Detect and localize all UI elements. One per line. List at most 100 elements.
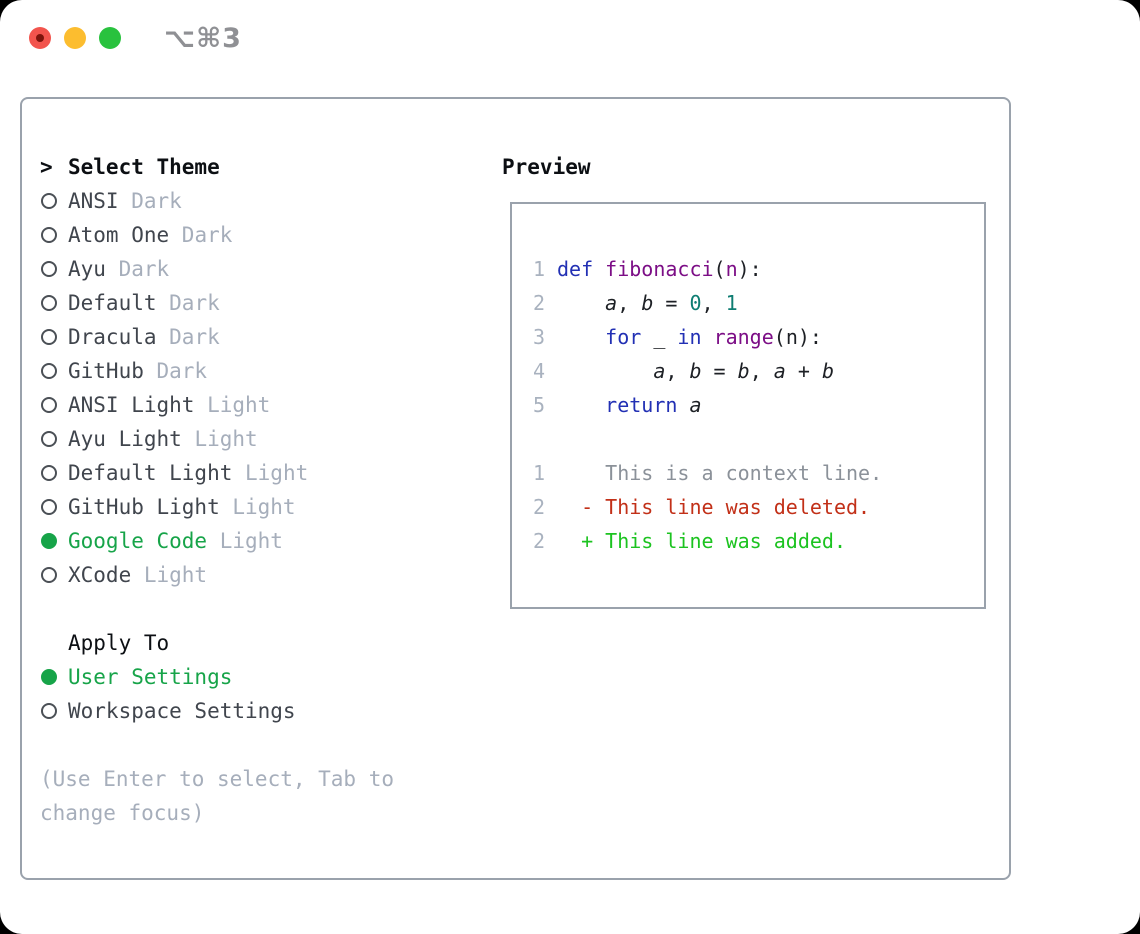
- diff-line-added: 2 + This line was added.: [532, 524, 882, 558]
- line-number: 2: [532, 529, 545, 553]
- radio-icon: [40, 261, 68, 277]
- diff-line-context: 1 This is a context line.: [532, 456, 882, 490]
- apply-option-label: User Settings: [68, 665, 233, 689]
- preview-title: Preview: [502, 155, 591, 179]
- theme-option-default-light[interactable]: Default Light Light: [40, 456, 480, 490]
- theme-option-ansi[interactable]: ANSI Dark: [40, 184, 480, 218]
- blank-line: [532, 422, 882, 456]
- radio-icon: [40, 499, 68, 515]
- select-theme-title: Select Theme: [68, 155, 220, 179]
- theme-option-atom-one[interactable]: Atom One Dark: [40, 218, 480, 252]
- theme-option-google-code[interactable]: Google Code Light: [40, 524, 480, 558]
- code-line: 2 a, b = 0, 1: [532, 286, 882, 320]
- select-theme-header: > Select Theme: [40, 150, 480, 184]
- spacer: [40, 728, 480, 762]
- radio-circle-icon: [41, 363, 57, 379]
- theme-name: Atom One: [68, 223, 170, 247]
- radio-circle-icon: [41, 227, 57, 243]
- radio-icon: [40, 669, 68, 685]
- radio-circle-icon: [41, 703, 57, 719]
- radio-icon: [40, 567, 68, 583]
- radio-icon: [40, 703, 68, 719]
- token: This is a context line.: [557, 461, 883, 485]
- token: a: [689, 393, 702, 417]
- apply-to-header: Apply To: [40, 626, 480, 660]
- radio-circle-icon: [41, 193, 57, 209]
- token: (n):: [773, 325, 822, 349]
- theme-variant: Light: [181, 427, 258, 451]
- radio-icon: [40, 295, 68, 311]
- line-number: 2: [532, 495, 545, 519]
- token: _: [641, 325, 678, 349]
- token: ,: [701, 291, 726, 315]
- radio-icon: [40, 431, 68, 447]
- theme-variant: Light: [219, 495, 296, 519]
- token: [557, 325, 605, 349]
- radio-icon: [40, 465, 68, 481]
- token: + This line was added.: [581, 529, 846, 553]
- token: a: [653, 359, 666, 383]
- token: ):: [737, 257, 762, 281]
- token: def: [557, 257, 594, 281]
- token: ,: [617, 291, 642, 315]
- token: [557, 359, 653, 383]
- theme-option-dracula[interactable]: Dracula Dark: [40, 320, 480, 354]
- theme-name: XCode: [68, 563, 132, 587]
- radio-circle-icon: [41, 295, 57, 311]
- theme-variant: Dark: [143, 359, 208, 383]
- theme-option-xcode[interactable]: XCode Light: [40, 558, 480, 592]
- radio-circle-icon: [41, 431, 57, 447]
- cursor-prefix-icon: >: [40, 155, 53, 179]
- theme-name: Dracula: [68, 325, 157, 349]
- token: fibonacci: [605, 257, 714, 281]
- theme-name: ANSI Light: [68, 393, 195, 417]
- theme-name: GitHub Light: [68, 495, 220, 519]
- token: [557, 529, 581, 553]
- token: [557, 495, 581, 519]
- apply-option-label: Workspace Settings: [68, 699, 296, 723]
- zoom-button[interactable]: [99, 27, 121, 49]
- theme-variant: Light: [194, 393, 271, 417]
- close-button[interactable]: [29, 27, 51, 49]
- theme-option-ansi-light[interactable]: ANSI Light Light: [40, 388, 480, 422]
- token: =: [701, 359, 738, 383]
- minimize-button[interactable]: [64, 27, 86, 49]
- radio-circle-icon: [41, 465, 57, 481]
- theme-option-github-light[interactable]: GitHub Light Light: [40, 490, 480, 524]
- radio-icon: [40, 329, 68, 345]
- theme-option-default[interactable]: Default Dark: [40, 286, 480, 320]
- help-text: (Use Enter to select, Tab to change focu…: [40, 767, 395, 825]
- line-number: 1: [532, 461, 545, 485]
- theme-variant: Dark: [118, 189, 182, 213]
- token: range: [713, 325, 774, 349]
- apply-option-user-settings[interactable]: User Settings: [40, 660, 480, 694]
- theme-variant: Light: [207, 529, 283, 553]
- radio-circle-icon: [41, 567, 57, 583]
- theme-name: Ayu Light: [68, 427, 182, 451]
- radio-icon: [40, 193, 68, 209]
- token: [557, 291, 605, 315]
- token: 1: [725, 291, 738, 315]
- token: b: [641, 291, 654, 315]
- theme-name: Google Code: [68, 529, 208, 553]
- radio-icon: [40, 363, 68, 379]
- apply-option-workspace-settings[interactable]: Workspace Settings: [40, 694, 480, 728]
- line-number: 4: [532, 359, 545, 383]
- theme-option-ayu-light[interactable]: Ayu Light Light: [40, 422, 480, 456]
- theme-option-github[interactable]: GitHub Dark: [40, 354, 480, 388]
- apply-to-title: Apply To: [68, 631, 170, 655]
- theme-variant: Dark: [156, 325, 220, 349]
- theme-name: Default: [68, 291, 157, 315]
- theme-name: ANSI: [68, 189, 119, 213]
- token: in: [677, 325, 702, 349]
- theme-option-ayu[interactable]: Ayu Dark: [40, 252, 480, 286]
- token: b: [689, 359, 702, 383]
- code-line: 5 return a: [532, 388, 882, 422]
- diff-line-deleted: 2 - This line was deleted.: [532, 490, 882, 524]
- code-line: 3 for _ in range(n):: [532, 320, 882, 354]
